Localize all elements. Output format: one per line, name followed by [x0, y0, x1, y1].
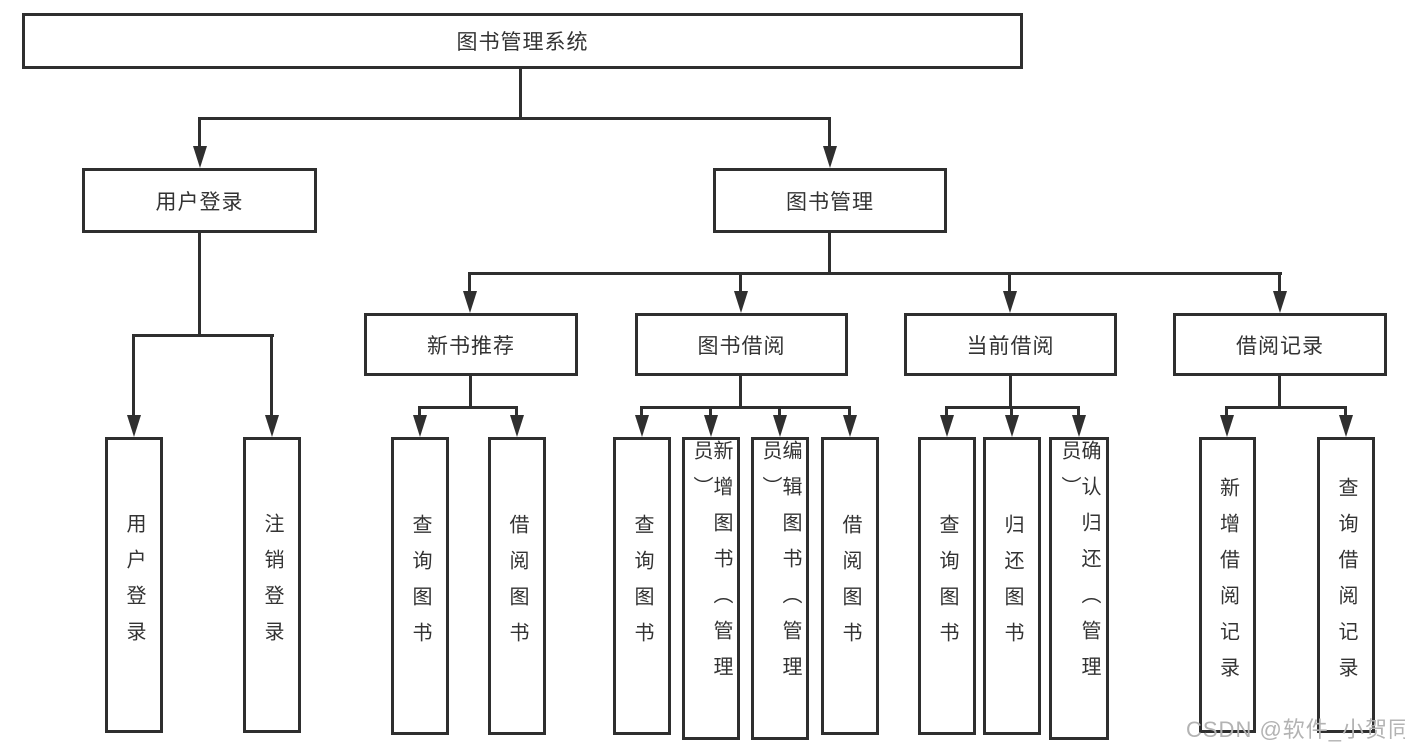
connector-to-user-login	[198, 119, 201, 148]
connector-bb-hline	[640, 406, 851, 409]
arrow-to-leaf-logout	[265, 415, 279, 437]
connector-br-stem	[1278, 376, 1281, 409]
arrow-to-borrow-record	[1273, 291, 1287, 313]
connector-bb-stub-2	[709, 409, 712, 415]
node-book-borrow: 图书借阅	[635, 313, 848, 376]
connector-nbr-hline	[418, 406, 518, 409]
node-book-management: 图书管理	[713, 168, 947, 233]
node-new-book-recommend: 新书推荐	[364, 313, 578, 376]
connector-bb-stub-3	[778, 409, 781, 415]
arrow-nbr-borrow-book	[510, 415, 524, 437]
arrow-br-query-record	[1339, 415, 1353, 437]
leaf-bb-query-book: 查询图书	[613, 437, 671, 735]
arrow-bb-borrow-book	[843, 415, 857, 437]
leaf-cb-query-book: 查询图书	[918, 437, 976, 735]
connector-br-stub-2	[1344, 409, 1347, 415]
connector-to-borrow-record	[1278, 275, 1281, 291]
connector-bb-stub-4	[848, 409, 851, 415]
connector-bb-stem	[739, 376, 742, 409]
connector-nbr-stub-1	[418, 409, 421, 415]
connector-nbr-stub-2	[515, 409, 518, 415]
arrow-bb-edit-book	[773, 415, 787, 437]
connector-br-stub-1	[1225, 409, 1228, 415]
leaf-nbr-query-book: 查询图书	[391, 437, 449, 735]
connector-root-stem	[519, 69, 522, 119]
leaf-bb-add-book-admin: 新增图书（管理员）	[682, 437, 740, 740]
leaf-cb-return-book: 归还图书	[983, 437, 1041, 735]
connector-user-login-stem	[198, 233, 201, 337]
node-borrow-record: 借阅记录	[1173, 313, 1387, 376]
leaf-bb-borrow-book: 借阅图书	[821, 437, 879, 735]
connector-to-new-book-recommend	[468, 275, 471, 291]
leaf-user-login: 用户登录	[105, 437, 163, 733]
connector-cb-stem	[1009, 375, 1012, 409]
leaf-nbr-borrow-book: 借阅图书	[488, 437, 546, 735]
connector-to-leaf-user-login	[132, 337, 135, 415]
arrow-cb-query-book	[940, 415, 954, 437]
connector-cb-hline	[945, 406, 1080, 409]
leaf-bb-edit-book-admin: 编辑图书（管理员）	[751, 437, 809, 740]
arrow-br-add-record	[1220, 415, 1234, 437]
watermark: CSDN @软件_小贺同学	[1186, 717, 1405, 742]
connector-cb-stub-1	[945, 409, 948, 415]
connector-bb-stub-1	[640, 409, 643, 415]
connector-book-management-stem	[828, 233, 831, 275]
connector-to-book-management	[828, 119, 831, 148]
connector-level3-hline	[468, 272, 1282, 275]
connector-to-book-borrow	[739, 275, 742, 291]
connector-to-current-borrow	[1008, 275, 1011, 291]
arrow-bb-query-book	[635, 415, 649, 437]
leaf-cb-confirm-return-admin: 确认归还（管理员）	[1049, 437, 1109, 740]
arrow-to-book-borrow	[734, 291, 748, 313]
leaf-br-add-record: 新增借阅记录	[1199, 437, 1256, 733]
arrow-to-user-login	[193, 146, 207, 168]
connector-user-login-hline	[132, 334, 274, 337]
leaf-logout: 注销登录	[243, 437, 301, 733]
arrow-bb-add-book	[704, 415, 718, 437]
leaf-br-query-record: 查询借阅记录	[1317, 437, 1375, 733]
connector-level2-hline	[198, 117, 831, 120]
node-root: 图书管理系统	[22, 13, 1023, 69]
arrow-to-current-borrow	[1003, 291, 1017, 313]
connector-nbr-stem	[469, 376, 472, 409]
node-current-borrow: 当前借阅	[904, 313, 1117, 376]
arrow-to-book-management	[823, 146, 837, 168]
connector-cb-stub-2	[1010, 409, 1013, 415]
arrow-cb-return-book	[1005, 415, 1019, 437]
node-user-login: 用户登录	[82, 168, 317, 233]
connector-br-hline	[1225, 406, 1347, 409]
arrow-cb-confirm-return	[1072, 415, 1086, 437]
arrow-to-leaf-user-login	[127, 415, 141, 437]
arrow-to-new-book-recommend	[463, 291, 477, 313]
connector-cb-stub-3	[1077, 409, 1080, 415]
arrow-nbr-query-book	[413, 415, 427, 437]
connector-to-leaf-logout	[270, 337, 273, 415]
